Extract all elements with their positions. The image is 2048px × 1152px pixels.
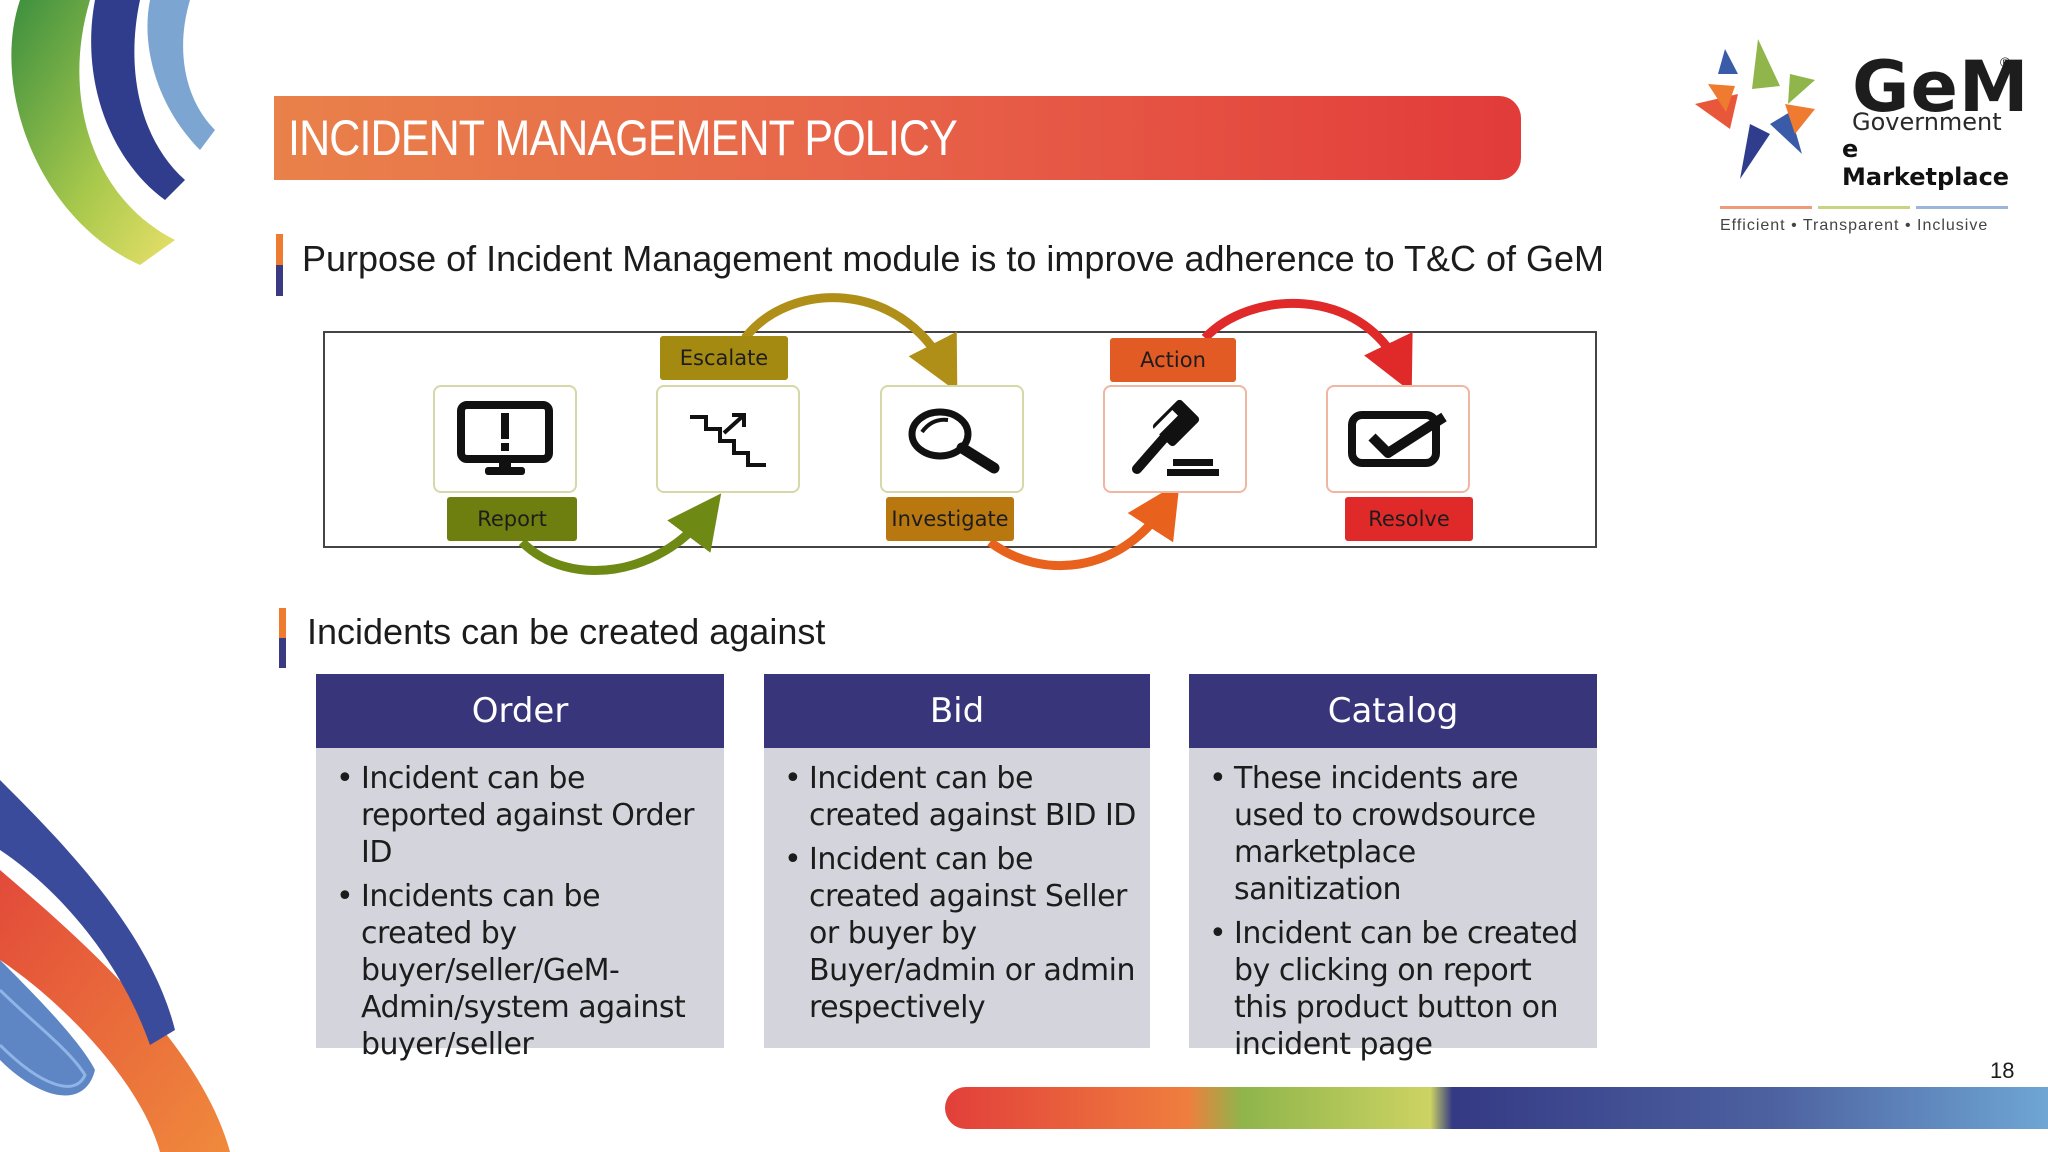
card-catalog-bullets: These incidents are used to crowdsource … <box>1189 748 1597 1063</box>
step-investigate-box <box>880 385 1024 493</box>
gem-star-icon <box>1695 39 1815 179</box>
incidents-heading: Incidents can be created against <box>307 611 826 652</box>
step-action-label: Action <box>1110 338 1236 382</box>
step-action-box <box>1103 385 1247 493</box>
card-order: Order Incident can be reported against O… <box>316 674 724 1062</box>
card-bid: Bid Incident can be created against BID … <box>764 674 1150 1048</box>
card-catalog-title: Catalog <box>1189 674 1597 748</box>
list-item: Incident can be reported against Order I… <box>336 760 712 871</box>
logo-tagline: Efficient • Transparent • Inclusive <box>1720 217 1989 234</box>
magnifier-icon <box>908 408 1000 474</box>
section-marker <box>279 608 286 668</box>
decorative-bottom-bar <box>945 1087 2048 1129</box>
gem-logo: GeM ® Government e Marketplace Efficient… <box>1690 34 2029 244</box>
decorative-swoosh-top-left <box>11 0 215 265</box>
card-bid-bullets: Incident can be created against BID ID I… <box>764 748 1150 1026</box>
step-escalate-label: Escalate <box>660 336 788 380</box>
purpose-heading: Purpose of Incident Management module is… <box>302 238 1605 279</box>
logo-emarketplace: e Marketplace <box>1842 135 2010 191</box>
page-title: INCIDENT MANAGEMENT POLICY <box>288 110 958 166</box>
tagline-line-orange <box>1720 206 1812 209</box>
card-bid-title: Bid <box>764 674 1150 748</box>
step-escalate-box <box>656 385 800 493</box>
step-resolve-box <box>1326 385 1470 493</box>
list-item: Incident can be created against Seller o… <box>784 841 1138 1026</box>
logo-wordmark: GeM <box>1852 46 2030 128</box>
logo-government: Government <box>1852 108 2002 136</box>
registered-mark: ® <box>2000 54 2011 70</box>
list-item: These incidents are used to crowdsource … <box>1209 760 1585 908</box>
gavel-icon <box>1132 399 1219 476</box>
decorative-swoosh-bottom-left <box>0 780 230 1152</box>
step-investigate-label: Investigate <box>886 497 1014 541</box>
section-marker <box>276 234 283 296</box>
title-banner: INCIDENT MANAGEMENT POLICY <box>274 96 1521 180</box>
card-order-bullets: Incident can be reported against Order I… <box>316 748 724 1063</box>
step-resolve-label: Resolve <box>1345 497 1473 541</box>
tagline-line-green <box>1818 206 1910 209</box>
tagline-line-blue <box>1916 206 2008 209</box>
list-item: Incidents can be created by buyer/seller… <box>336 878 712 1063</box>
monitor-alert-icon <box>457 401 553 475</box>
escalate-stairs-icon <box>690 413 766 467</box>
checkbox-icon <box>1348 411 1447 467</box>
list-item: Incident can be created by clicking on r… <box>1209 915 1585 1063</box>
list-item: Incident can be created against BID ID <box>784 760 1138 834</box>
page-number: 18 <box>1990 1058 2015 1083</box>
step-report-label: Report <box>447 497 577 541</box>
card-order-title: Order <box>316 674 724 748</box>
step-report-box <box>433 385 577 493</box>
card-catalog: Catalog These incidents are used to crow… <box>1189 674 1597 1062</box>
